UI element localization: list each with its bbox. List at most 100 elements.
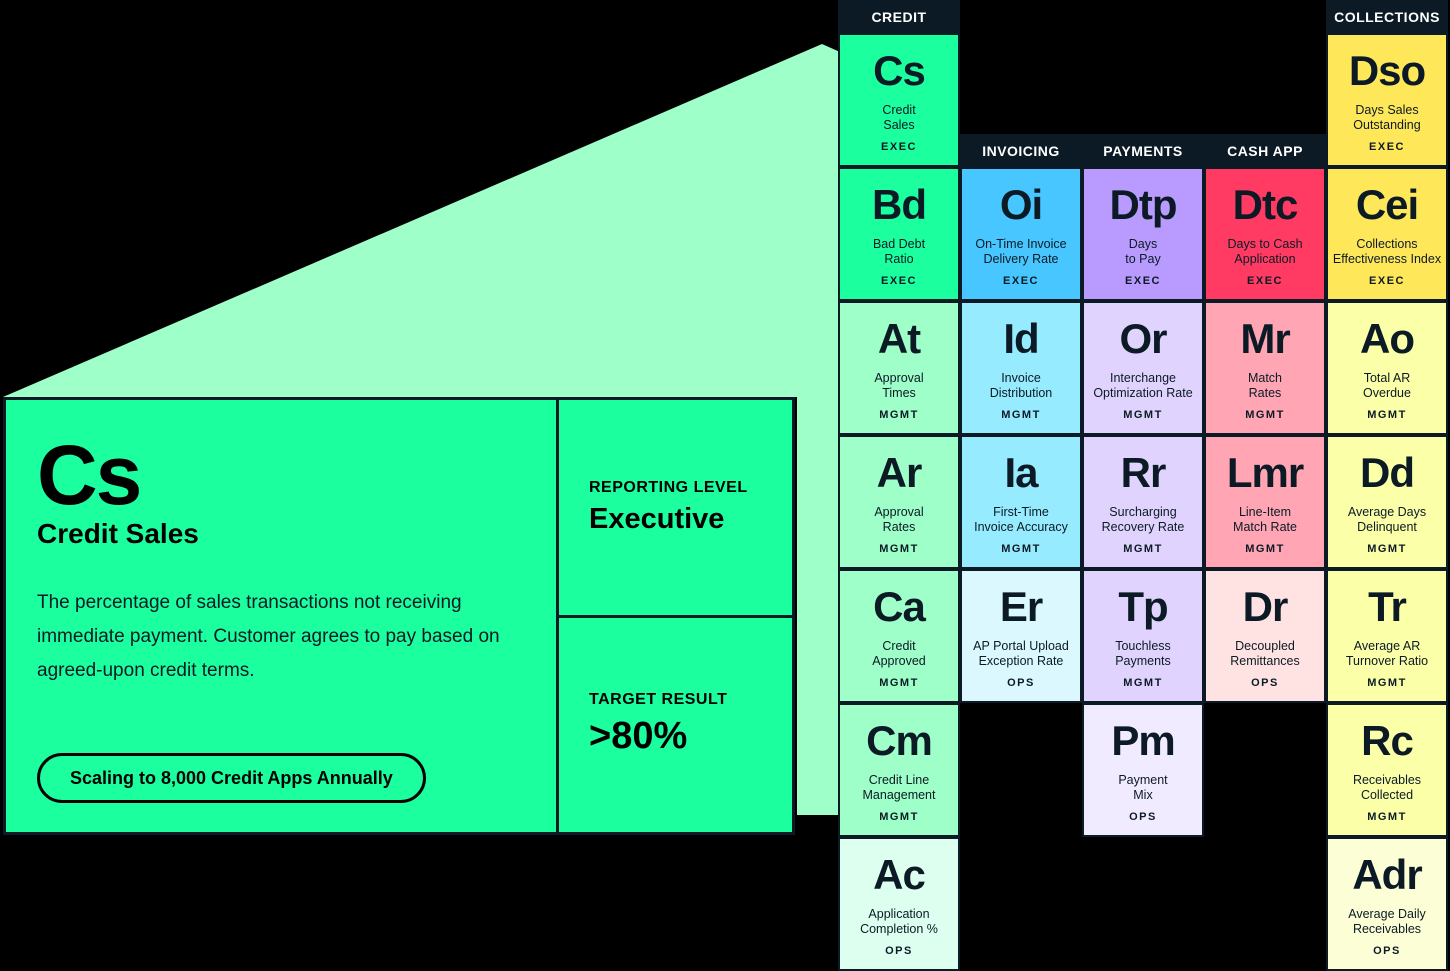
kpi-level: MGMT: [1123, 409, 1163, 421]
kpi-name: Interchange Optimization Rate: [1093, 370, 1193, 401]
kpi-symbol: Dtc: [1232, 181, 1299, 228]
kpi-name: Line-Item Match Rate: [1233, 504, 1297, 535]
column-header-collections: COLLECTIONS: [1326, 0, 1448, 33]
kpi-symbol: Rc: [1361, 717, 1414, 764]
kpi-level: OPS: [1007, 677, 1035, 689]
kpi-symbol: Bd: [872, 181, 927, 228]
kpi-level: MGMT: [1123, 677, 1163, 689]
kpi-name: Decoupled Remittances: [1230, 638, 1300, 669]
kpi-symbol: Dso: [1348, 47, 1426, 94]
kpi-symbol: At: [877, 315, 921, 362]
kpi-level: EXEC: [1369, 141, 1405, 153]
kpi-symbol: Oi: [999, 181, 1043, 228]
kpi-name: Bad Debt Ratio: [872, 236, 926, 267]
kpi-level: MGMT: [1245, 409, 1285, 421]
kpi-level: MGMT: [879, 409, 919, 421]
kpi-level: OPS: [885, 945, 913, 957]
kpi-name: Collections Effectiveness Index: [1332, 236, 1442, 267]
kpi-level: MGMT: [1245, 543, 1285, 555]
kpi-name: Approval Times: [874, 370, 924, 401]
kpi-name: AP Portal Upload Exception Rate: [973, 638, 1069, 669]
kpi-level: EXEC: [1247, 275, 1283, 287]
kpi-level: MGMT: [1367, 811, 1407, 823]
reporting-level-box: REPORTING LEVEL Executive: [559, 400, 792, 615]
target-result-box: TARGET RESULT >80%: [559, 614, 792, 833]
target-result-label: TARGET RESULT: [589, 691, 728, 709]
kpi-symbol: Mr: [1240, 315, 1290, 362]
kpi-name: Days Sales Outstanding: [1353, 102, 1421, 133]
kpi-symbol: Pm: [1111, 717, 1175, 764]
kpi-name: Credit Line Management: [862, 772, 936, 803]
kpi-level: MGMT: [1367, 677, 1407, 689]
kpi-symbol: Tp: [1118, 583, 1168, 630]
kpi-level: OPS: [1129, 811, 1157, 823]
kpi-level: OPS: [1373, 945, 1401, 957]
kpi-symbol: Lmr: [1226, 449, 1304, 496]
kpi-symbol: Cei: [1355, 181, 1419, 228]
kpi-symbol: Dr: [1242, 583, 1289, 630]
kpi-level: EXEC: [881, 275, 917, 287]
kpi-name: Approval Rates: [874, 504, 924, 535]
kpi-name: Average Days Delinquent: [1347, 504, 1427, 535]
kpi-symbol: Ao: [1360, 315, 1415, 362]
kpi-symbol: Dd: [1360, 449, 1415, 496]
kpi-symbol: Er: [999, 583, 1043, 630]
kpi-level: EXEC: [1369, 275, 1405, 287]
scaling-pill[interactable]: Scaling to 8,000 Credit Apps Annually: [37, 753, 426, 803]
kpi-name: Credit Sales: [882, 102, 916, 133]
kpi-level: MGMT: [1001, 543, 1041, 555]
kpi-level: MGMT: [1123, 543, 1163, 555]
kpi-symbol: Dtp: [1109, 181, 1178, 228]
kpi-name: Credit Approved: [872, 638, 926, 669]
kpi-name: First-Time Invoice Accuracy: [974, 504, 1068, 535]
kpi-symbol: Ia: [1004, 449, 1038, 496]
kpi-name: Application Completion %: [860, 906, 938, 937]
kpi-name: Days to Pay: [1125, 236, 1161, 267]
kpi-level: EXEC: [1125, 275, 1161, 287]
detail-symbol: Cs: [37, 428, 142, 522]
kpi-symbol: Cs: [873, 47, 926, 94]
kpi-level: MGMT: [879, 543, 919, 555]
kpi-symbol: Id: [1003, 315, 1039, 362]
kpi-name: Match Rates: [1247, 370, 1283, 401]
kpi-symbol: Ac: [873, 851, 926, 898]
kpi-name: On-Time Invoice Delivery Rate: [975, 236, 1067, 267]
kpi-name: Average Daily Receivables: [1348, 906, 1426, 937]
kpi-name: Invoice Distribution: [989, 370, 1053, 401]
column-header-invoicing: INVOICING: [960, 134, 1082, 167]
detail-description: The percentage of sales transactions not…: [37, 592, 500, 681]
kpi-level: MGMT: [1367, 409, 1407, 421]
kpi-name: Surcharging Recovery Rate: [1101, 504, 1185, 535]
detail-main-panel: Cs Credit Sales The percentage of sales …: [6, 400, 559, 832]
kpi-symbol: Tr: [1368, 583, 1407, 630]
kpi-name: Total AR Overdue: [1363, 370, 1411, 401]
